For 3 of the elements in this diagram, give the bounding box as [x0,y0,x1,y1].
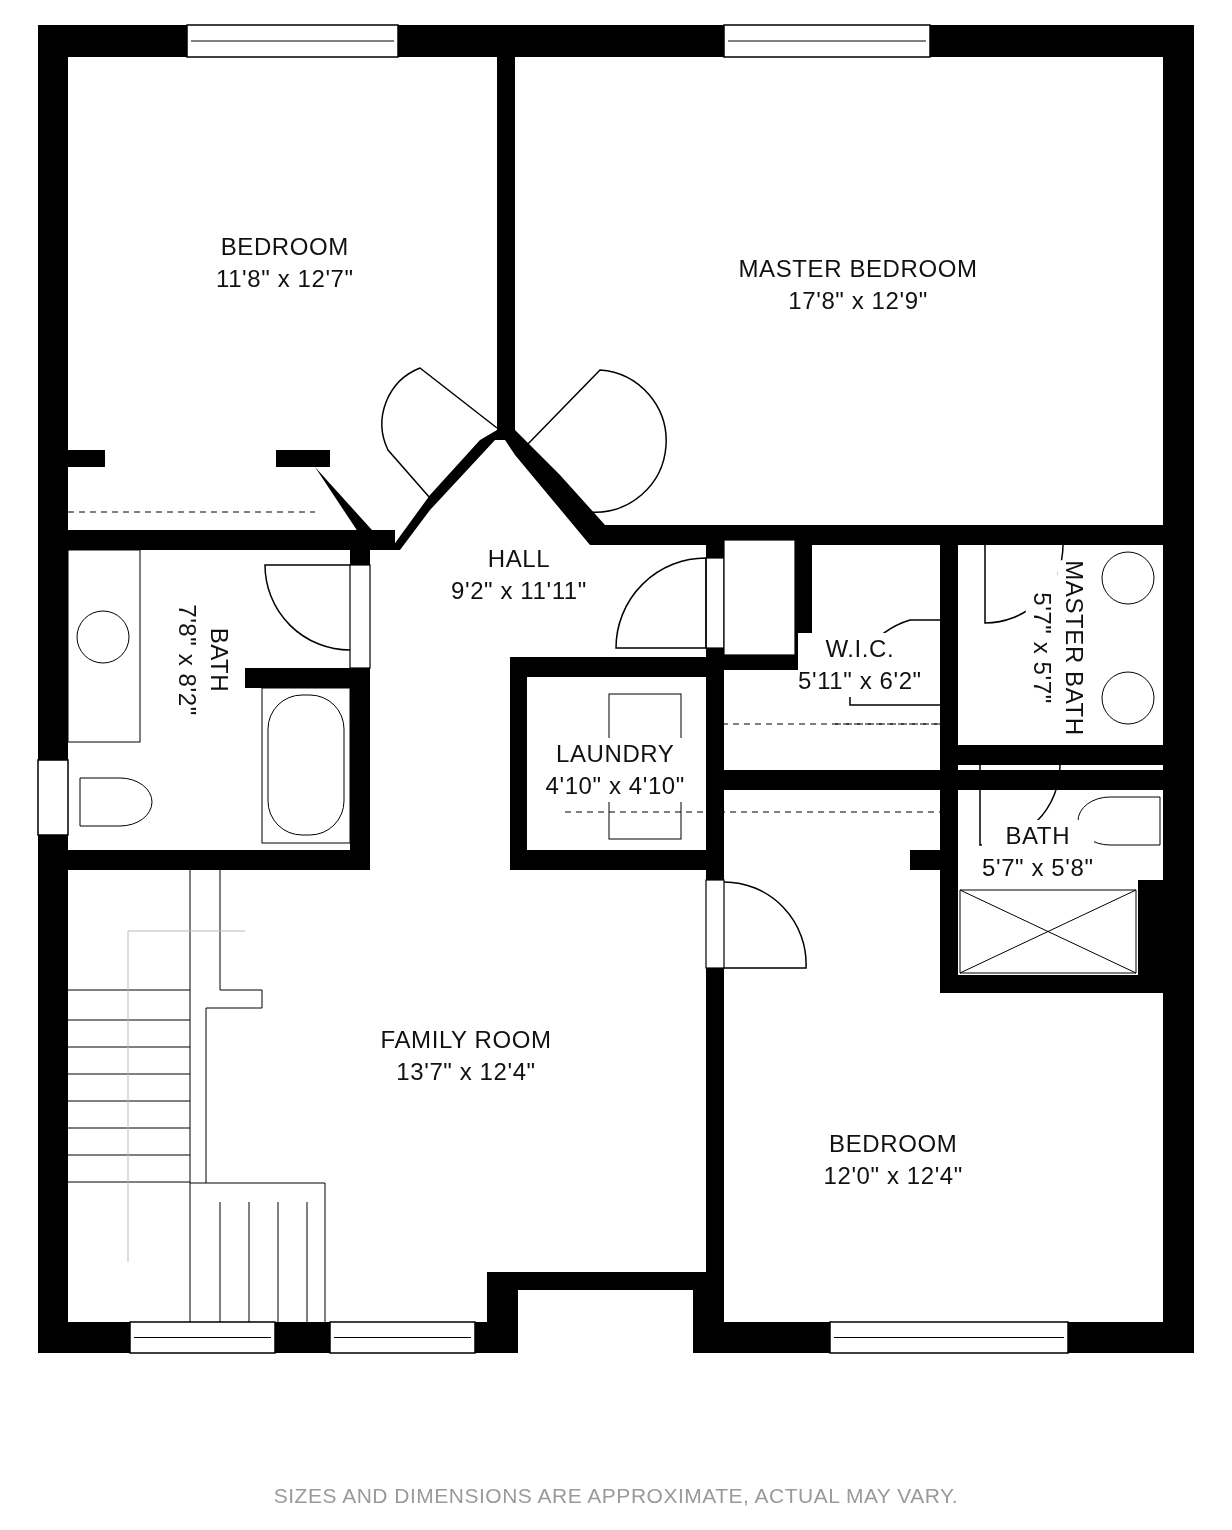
room-dimensions: 4'10" x 4'10" [545,770,685,802]
room-dimensions: 5'11" x 6'2" [798,665,922,697]
disclaimer-caption: SIZES AND DIMENSIONS ARE APPROXIMATE, ACTUAL MAY VARY. [272,1484,960,1508]
